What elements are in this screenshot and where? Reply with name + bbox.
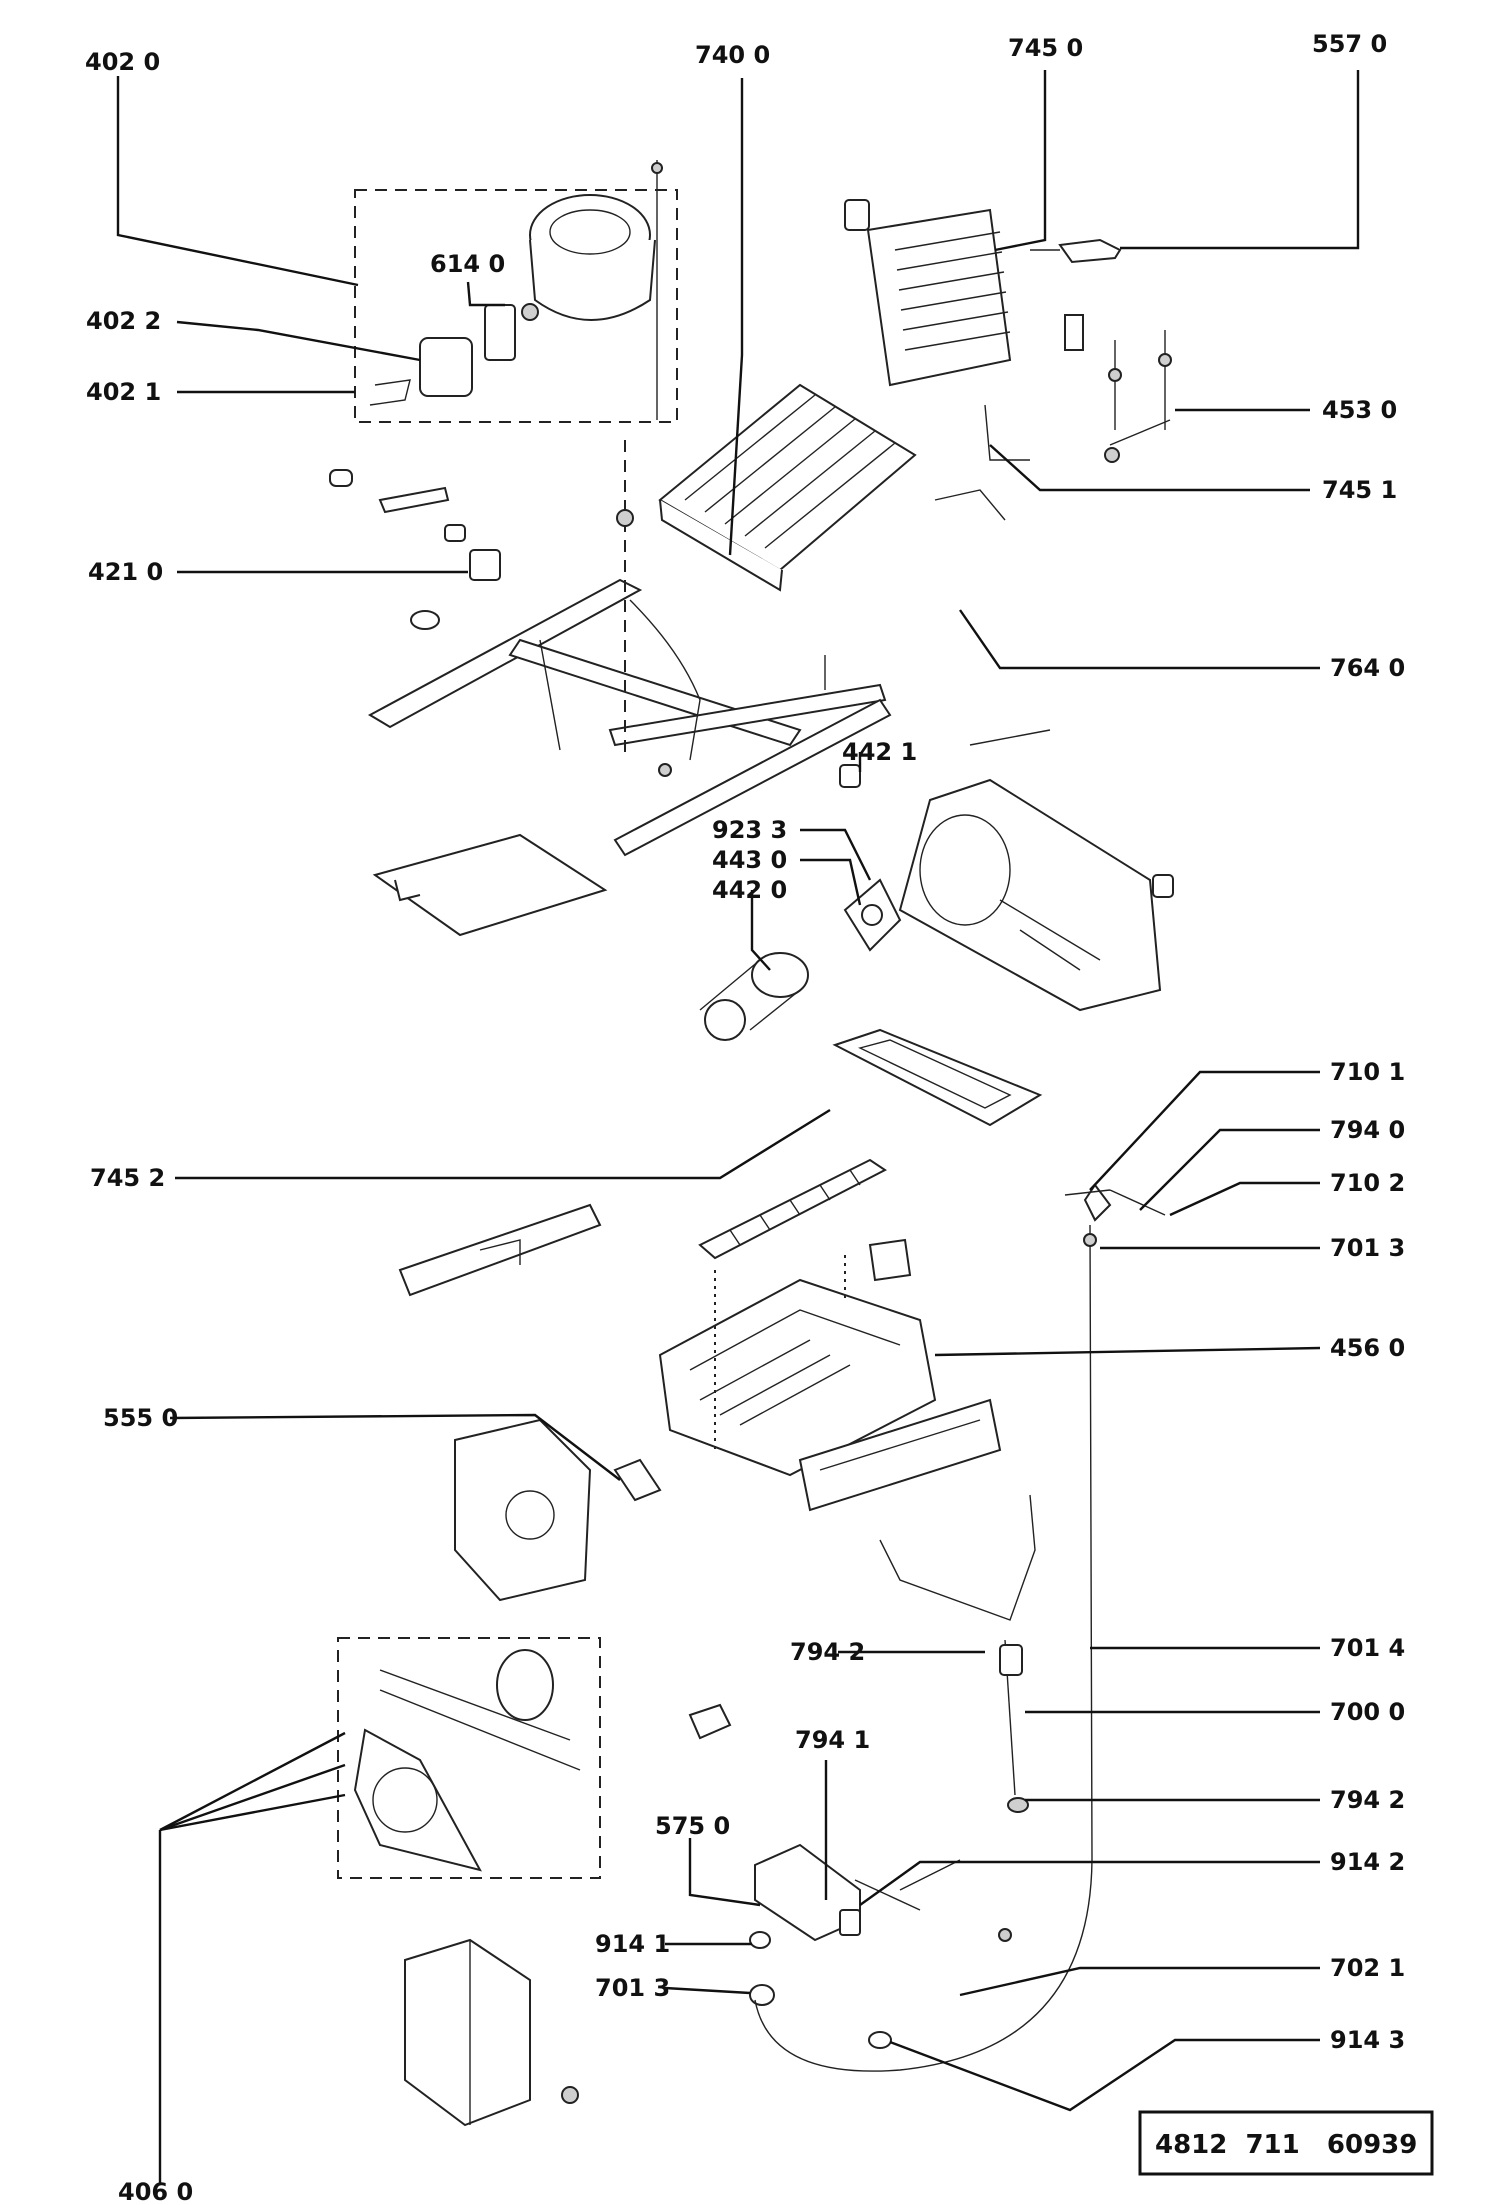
label-700-0: 700 0 <box>1330 1698 1405 1726</box>
ice-maker-group <box>398 1158 1036 1621</box>
label-557-0: 557 0 <box>1312 30 1387 58</box>
label-745-1: 745 1 <box>1322 476 1397 504</box>
label-745-2: 745 2 <box>90 1164 165 1192</box>
label-442-1: 442 1 <box>842 738 917 766</box>
label-764-0: 764 0 <box>1330 654 1405 682</box>
label-555-0: 555 0 <box>103 1404 178 1432</box>
label-453-0: 453 0 <box>1322 396 1397 424</box>
label-701-3-lower: 701 3 <box>595 1974 670 2002</box>
label-614-0: 614 0 <box>430 250 505 278</box>
water-valve-group <box>688 1183 1166 2072</box>
evaporator-coil-group <box>658 383 917 592</box>
condenser-coil-group <box>844 199 1172 521</box>
leader-lines <box>116 70 1360 2185</box>
label-710-2: 710 2 <box>1330 1169 1405 1197</box>
label-745-0: 745 0 <box>1008 34 1083 62</box>
label-914-2: 914 2 <box>1330 1848 1405 1876</box>
label-914-1: 914 1 <box>595 1930 670 1958</box>
label-402-2: 402 2 <box>86 307 161 335</box>
label-710-1: 710 1 <box>1330 1058 1405 1086</box>
drain-tray-group <box>832 1028 1043 1127</box>
label-701-4: 701 4 <box>1330 1634 1405 1662</box>
label-402-0: 402 0 <box>85 48 160 76</box>
motor-assembly-group <box>337 1637 601 2127</box>
label-442-0: 442 0 <box>712 876 787 904</box>
fan-shroud-group <box>372 729 1174 1041</box>
label-794-2-right: 794 2 <box>1330 1786 1405 1814</box>
label-402-1: 402 1 <box>86 378 161 406</box>
part-labels: 402 0 740 0 745 0 557 0 614 0 402 2 402 … <box>85 30 1405 2205</box>
compressor-assembly-group <box>354 160 678 423</box>
label-456-0: 456 0 <box>1330 1334 1405 1362</box>
label-914-3: 914 3 <box>1330 2026 1405 2054</box>
label-740-0: 740 0 <box>695 41 770 69</box>
drawing-code: 4812 711 60939 <box>1155 2130 1417 2160</box>
drawing-code-box: 4812 711 60939 <box>1138 2110 1434 2176</box>
label-794-2-left: 794 2 <box>790 1638 865 1666</box>
label-575-0: 575 0 <box>655 1812 730 1840</box>
label-794-0: 794 0 <box>1330 1116 1405 1144</box>
label-923-3: 923 3 <box>712 816 787 844</box>
label-701-3-upper: 701 3 <box>1330 1234 1405 1262</box>
label-406-0: 406 0 <box>118 2178 193 2205</box>
label-702-1: 702 1 <box>1330 1954 1405 1982</box>
frame-rails-group <box>329 440 892 857</box>
label-421-0: 421 0 <box>88 558 163 586</box>
label-443-0: 443 0 <box>712 846 787 874</box>
label-794-1: 794 1 <box>795 1726 870 1754</box>
